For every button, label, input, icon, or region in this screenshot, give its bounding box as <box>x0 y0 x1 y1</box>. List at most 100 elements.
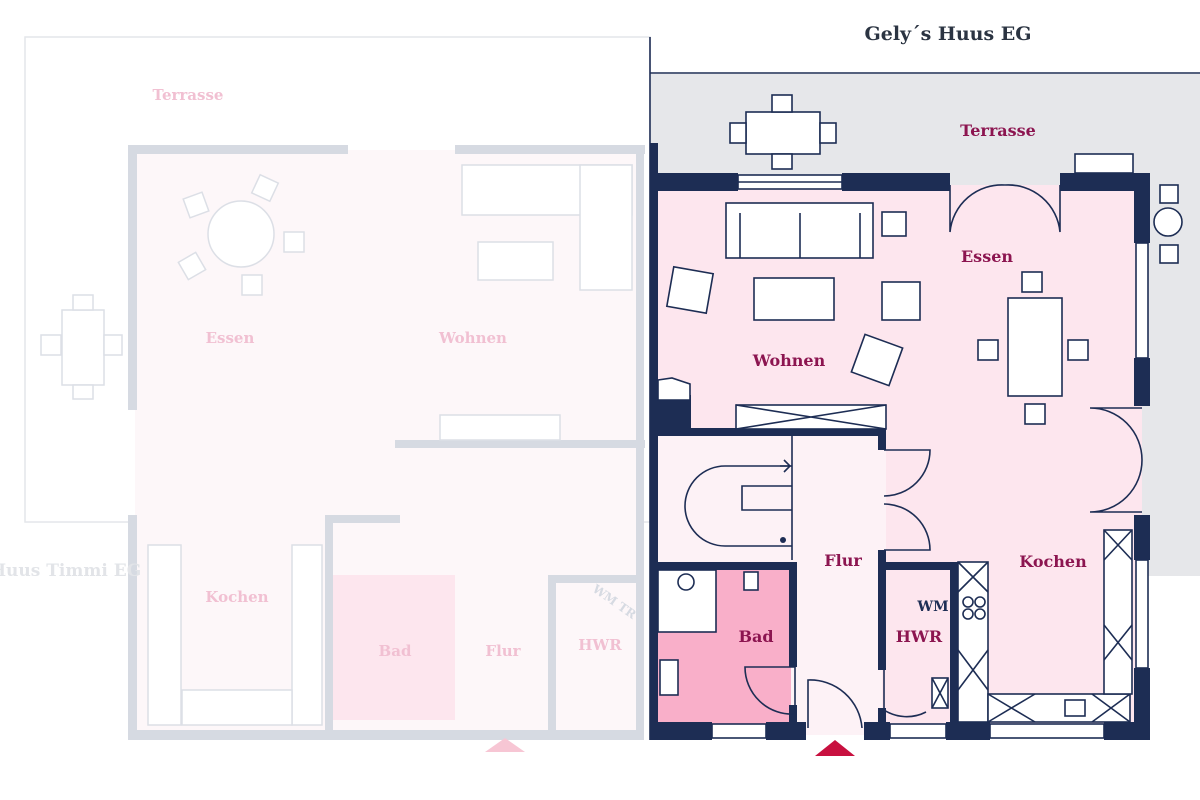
stove-burner-1 <box>962 596 974 608</box>
left-outdoor-chair-4 <box>72 384 94 400</box>
bath-vanity <box>659 659 679 696</box>
label-kitchen: Kochen <box>1019 552 1087 571</box>
kitchen-sink <box>1064 699 1086 717</box>
left-wall-top-right <box>455 145 645 154</box>
terrace-chair-1 <box>771 94 793 113</box>
left-kitchen-counter-left <box>147 544 182 726</box>
wall-right-mid <box>1134 358 1150 406</box>
kitchen-counter-right <box>1103 529 1133 695</box>
left-sideboard <box>439 414 561 441</box>
left-wall-hwr-top <box>548 575 643 583</box>
wall-bottom-mid-left <box>766 722 806 740</box>
left-outdoor-chair-2 <box>40 334 62 356</box>
wall-bath-right-lower <box>789 705 797 727</box>
left-wall-left-upper <box>128 145 137 410</box>
window-bottom-right <box>989 723 1105 739</box>
left-bath-floor <box>330 575 455 720</box>
left-unit-title: Huus Timmi EG <box>0 561 141 581</box>
window-bottom-mid <box>889 723 947 739</box>
kitchen-counter-bottom <box>987 693 1131 723</box>
window-bottom-left <box>711 723 767 739</box>
terrace-chair-2 <box>771 153 793 170</box>
coffee-table <box>753 277 835 321</box>
side-door[interactable] <box>1089 407 1143 513</box>
wall-bath-top <box>656 562 796 570</box>
stove-burner-4 <box>974 608 986 620</box>
wall-left <box>650 143 658 740</box>
toilet <box>677 573 695 591</box>
left-outdoor-chair-1 <box>72 294 94 311</box>
left-label-dining: Essen <box>206 329 255 347</box>
left-wall-hall <box>395 440 645 448</box>
wall-bottom-far-right <box>1104 722 1150 740</box>
entrance-marker <box>815 740 855 756</box>
dining-table <box>1007 297 1063 397</box>
left-wall-bottom <box>128 730 643 740</box>
wall-top-left <box>650 173 738 191</box>
fireplace <box>657 377 691 401</box>
left-sofa-side <box>579 164 633 291</box>
window-right-1 <box>1135 242 1149 359</box>
left-chair-4 <box>177 251 207 281</box>
kitchen-door[interactable] <box>883 449 931 551</box>
kitchen-counter-left <box>957 561 989 723</box>
right-unit: Gely´s Huus EG <box>649 23 1200 756</box>
left-label-terrace: Terrasse <box>153 86 224 104</box>
bath-door[interactable] <box>744 666 796 715</box>
left-entrance-marker <box>485 738 525 752</box>
terrace-stool-2 <box>1159 244 1179 264</box>
stair-start <box>780 537 786 543</box>
left-wall-bath-top <box>325 515 400 523</box>
left-kitchen-counter-bottom <box>181 689 293 726</box>
left-coffee-table <box>477 241 554 281</box>
entrance-door[interactable] <box>807 679 863 729</box>
washbasin <box>743 571 759 591</box>
left-wall-left-lower <box>128 515 137 740</box>
stair-arrow <box>780 459 792 473</box>
left-chair-5 <box>241 274 263 296</box>
left-outdoor-chair-3 <box>103 334 123 356</box>
left-chair-1 <box>182 191 210 219</box>
left-unit: Terrasse Essen Wohnen Kochen Bad Flur HW… <box>0 36 651 752</box>
label-terrace: Terrasse <box>960 121 1036 140</box>
wall-top-mid <box>842 173 950 191</box>
left-wall-top <box>128 145 348 154</box>
wall-hall-kitchen-upper <box>878 428 886 450</box>
hwr-door[interactable] <box>883 670 927 718</box>
wall-right-lower <box>1134 515 1150 560</box>
label-dining: Essen <box>961 247 1013 266</box>
left-label-bathroom: Bad <box>379 642 412 660</box>
dining-chair-4 <box>1024 403 1046 425</box>
wall-hwr-right <box>950 562 958 727</box>
stove-burner-2 <box>974 596 986 608</box>
terrace-bench <box>1074 153 1134 174</box>
armchair-2 <box>881 281 921 321</box>
armchair-3 <box>850 333 904 387</box>
left-round-table <box>207 200 275 268</box>
label-utility: HWR <box>896 627 943 646</box>
left-label-kitchen: Kochen <box>205 588 268 606</box>
wall-hwr-bottom-left <box>878 708 886 728</box>
washing-machine-label: WM <box>916 599 948 615</box>
wall-living-hall <box>656 428 884 436</box>
armchair-1 <box>665 265 715 315</box>
left-wall-hwr-left <box>548 575 556 730</box>
label-living: Wohnen <box>752 351 826 370</box>
dining-chair-2 <box>977 339 999 361</box>
terrace-door[interactable] <box>949 184 1061 233</box>
label-bathroom: Bad <box>738 627 773 646</box>
terrace-chair-3 <box>729 122 747 144</box>
left-wall-bath-left <box>325 515 333 730</box>
left-chair-3 <box>283 231 305 253</box>
terrace-round-table <box>1153 207 1183 237</box>
window-right-2 <box>1135 559 1149 669</box>
terrace-stool-1 <box>1159 184 1179 204</box>
wall-right-upper <box>1134 173 1150 243</box>
left-chair-2 <box>250 173 280 203</box>
left-label-living: Wohnen <box>438 329 507 347</box>
terrace-chair-4 <box>819 122 837 144</box>
wall-bottom-left <box>650 722 712 740</box>
dining-chair-3 <box>1067 339 1089 361</box>
terrace-table <box>745 111 821 155</box>
